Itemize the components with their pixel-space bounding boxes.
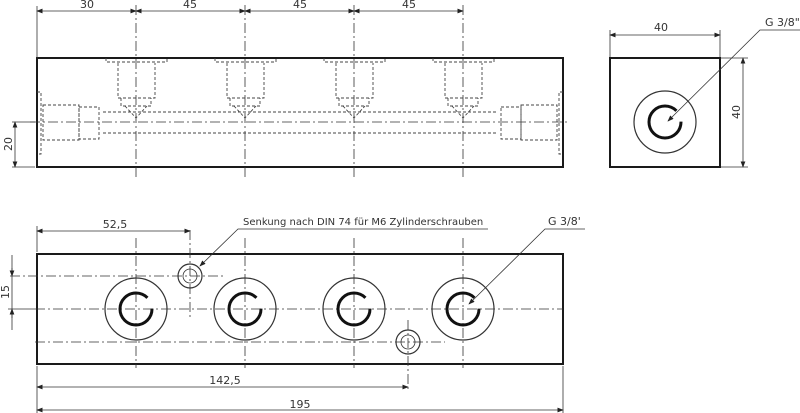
side-view-outline	[609, 57, 721, 168]
hidden-port-features	[105, 58, 495, 119]
top-thread-callout: G 3/8'	[548, 215, 581, 228]
dim-overall-length: 195	[290, 398, 311, 411]
dim-pitch-45-b: 45	[293, 0, 307, 11]
front-dimension-chain: 30 45 45 45	[36, 0, 464, 58]
dim-center-height: 20	[2, 121, 35, 168]
hidden-end-ports	[37, 91, 563, 155]
dim-pitch-45-a: 45	[183, 0, 197, 11]
front-view-outline	[36, 57, 564, 168]
dim-mount-vertical: 15	[0, 285, 12, 299]
dim-first-mount: 52,5	[103, 218, 128, 231]
front-view: 30 45 45 45 20	[2, 0, 570, 180]
side-view: 40 40 G 3/8"	[609, 16, 800, 168]
svg-text:20: 20	[2, 137, 15, 151]
mounting-holes	[177, 263, 421, 355]
dim-pitch-45-c: 45	[402, 0, 416, 11]
side-thread-callout: G 3/8"	[765, 16, 800, 29]
side-thread-icon	[647, 104, 683, 140]
dim-second-mount: 142,5	[209, 374, 241, 387]
dim-side-height: 40	[730, 105, 743, 119]
dim-pitch-30: 30	[80, 0, 94, 11]
counterbore-callout: Senkung nach DIN 74 für M6 Zylinderschra…	[243, 217, 483, 228]
port-circles	[104, 277, 495, 341]
top-view: 52,5 15 142,5 195 Senkung nach DIN 74 fü…	[0, 215, 585, 413]
dim-side-width: 40	[654, 21, 668, 34]
